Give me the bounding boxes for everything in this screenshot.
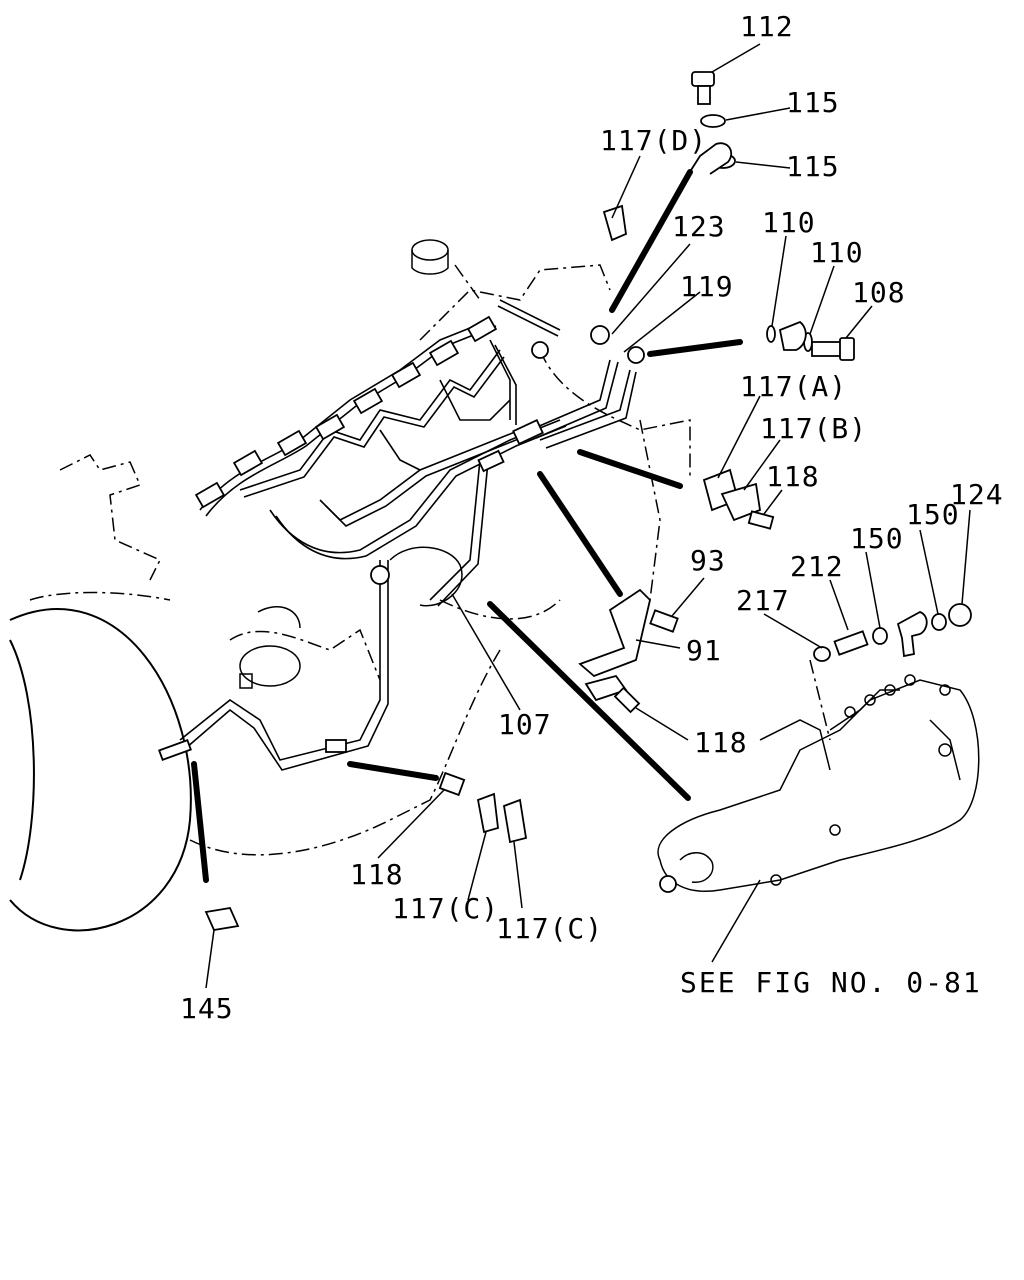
callout-212: 212 [790, 550, 844, 583]
part-112-bolt [691, 71, 715, 87]
callout-117a: 117(A) [740, 370, 847, 403]
part-91-bracket [578, 588, 651, 678]
part-212-connector [833, 630, 869, 656]
callout-150-right: 150 [906, 498, 960, 531]
callout-115-top: 115 [786, 86, 840, 119]
part-112-shank [697, 85, 711, 105]
callout-117d: 117(D) [600, 124, 707, 157]
part-banjo [778, 320, 807, 351]
callout-117c-right: 117(C) [496, 912, 603, 945]
injectors [158, 315, 645, 761]
callout-91: 91 [686, 634, 722, 667]
leader-lines [205, 43, 971, 989]
part-110-gasket-a [766, 325, 776, 343]
callout-117b: 117(B) [760, 412, 867, 445]
part-108-head [839, 337, 855, 361]
injection-pipes [179, 299, 637, 771]
callout-118-upper: 118 [766, 460, 820, 493]
callout-217: 217 [736, 584, 790, 617]
part-117b-clip [720, 482, 761, 522]
callout-123: 123 [672, 210, 726, 243]
pointer-lines [191, 169, 743, 883]
callout-93: 93 [690, 544, 726, 577]
callout-119: 119 [680, 270, 734, 303]
callout-117c-left: 117(C) [392, 892, 499, 925]
callout-124: 124 [950, 478, 1004, 511]
part-150-washer-b [872, 627, 888, 645]
callout-145: 145 [180, 992, 234, 1025]
part-elbow [896, 611, 928, 658]
callout-107: 107 [498, 708, 552, 741]
part-145-clip [204, 906, 240, 932]
part-150-washer-a [931, 613, 947, 631]
callout-118-lower: 118 [350, 858, 404, 891]
callout-labels: 112 115 115 117(D) 123 110 110 108 119 1… [180, 10, 1004, 1025]
part-117c-clip-a [476, 792, 499, 834]
part-217-gasket [813, 646, 831, 662]
part-93-bolt [649, 609, 679, 633]
part-115-washer-top [700, 114, 726, 128]
callout-115-bottom: 115 [786, 150, 840, 183]
part-108-bolt [811, 341, 843, 357]
reference-note: SEE FIG NO. 0-81 [680, 966, 982, 999]
part-118-bolt-c [438, 771, 466, 797]
callout-112: 112 [740, 10, 794, 43]
callout-150-left: 150 [850, 522, 904, 555]
callout-118-middle: 118 [694, 726, 748, 759]
callout-110-a: 110 [762, 206, 816, 239]
part-117c-clip-b [502, 798, 528, 844]
part-118-bolt-b [613, 686, 641, 714]
part-117d-joint [685, 142, 733, 179]
callout-108: 108 [852, 276, 906, 309]
engine-outline [9, 239, 691, 932]
part-124-cap [948, 603, 972, 627]
part-118-bolt-a [747, 510, 775, 530]
small-parts [204, 71, 972, 932]
injection-pump [657, 659, 980, 893]
callout-110-b: 110 [810, 236, 864, 269]
